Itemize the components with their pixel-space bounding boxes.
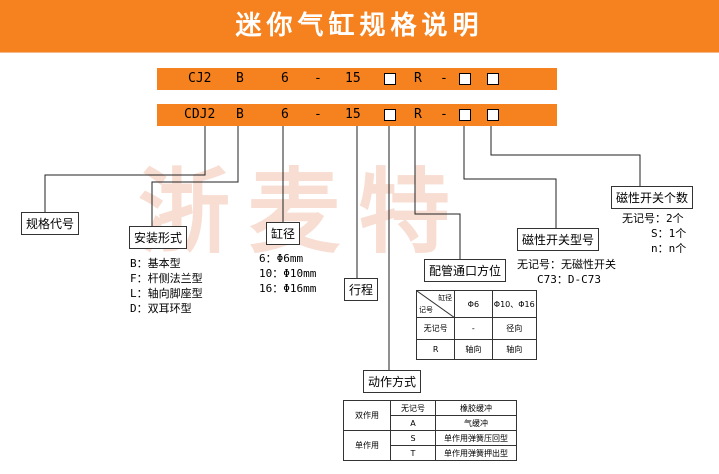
action-group-single: 单作用 bbox=[343, 430, 391, 461]
port-orientation-label: 配管通口方位 bbox=[424, 259, 507, 282]
band2-switch-count-box bbox=[487, 109, 499, 121]
band1-switch-count-box bbox=[487, 73, 499, 85]
bore-item-16: 16：Φ16mm bbox=[259, 282, 317, 295]
bore-item-10: 10：Φ10mm bbox=[259, 267, 317, 280]
band2-r: R bbox=[414, 107, 422, 122]
band1-bore: 6 bbox=[281, 71, 289, 86]
band1-action-box bbox=[384, 73, 396, 85]
port-row-code: 无记号 bbox=[415, 317, 456, 340]
action-row-desc: 气缓冲 bbox=[435, 415, 517, 431]
switch-count-item-none: 无记号：2个 bbox=[622, 212, 684, 225]
band1-dash2: - bbox=[440, 71, 448, 86]
action-row-code: 无记号 bbox=[390, 400, 436, 416]
page-title: 迷你气缸规格说明 bbox=[235, 11, 484, 41]
port-table-corner: 缸径 记号 bbox=[415, 290, 456, 318]
band2-dash2: - bbox=[440, 107, 448, 122]
port-table: 缸径 记号 Φ6 Φ10、Φ16 无记号 - 径向 R 轴向 轴向 bbox=[415, 290, 537, 360]
band1-dash1: - bbox=[314, 71, 322, 86]
action-row-code: T bbox=[390, 445, 436, 461]
model-band-cj2 bbox=[157, 68, 557, 90]
switch-type-item-none: 无记号：无磁性开关 bbox=[517, 258, 616, 271]
band1-r: R bbox=[414, 71, 422, 86]
band2-switch-type-box bbox=[459, 109, 471, 121]
port-row-v1: 轴向 bbox=[454, 339, 493, 360]
band1-type: B bbox=[236, 71, 244, 86]
mount-item-f: F：杆侧法兰型 bbox=[130, 272, 203, 285]
port-table-diag-bottom: 记号 bbox=[419, 306, 433, 314]
watermark-text: 浙麦特 bbox=[138, 159, 469, 266]
mount-type-label: 安装形式 bbox=[129, 226, 188, 249]
bore-label: 缸径 bbox=[266, 222, 301, 245]
switch-count-item-n: n：n个 bbox=[651, 242, 687, 255]
switch-count-label: 磁性开关个数 bbox=[611, 186, 694, 209]
action-row-code: S bbox=[390, 430, 436, 446]
stroke-label: 行程 bbox=[344, 278, 379, 301]
mount-item-b: B：基本型 bbox=[130, 257, 181, 270]
header-bar bbox=[0, 0, 719, 52]
diagonal-line-icon bbox=[417, 291, 455, 318]
mount-item-l: L：轴向脚座型 bbox=[130, 287, 203, 300]
bore-item-6: 6：Φ6mm bbox=[259, 252, 304, 265]
band2-dash1: - bbox=[314, 107, 322, 122]
band2-stroke: 15 bbox=[345, 107, 361, 122]
port-table-col2: Φ10、Φ16 bbox=[491, 290, 537, 318]
band2-bore: 6 bbox=[281, 107, 289, 122]
mount-item-d: D：双耳环型 bbox=[130, 302, 192, 315]
action-group-double: 双作用 bbox=[343, 400, 391, 431]
band2-series: CDJ2 bbox=[184, 107, 216, 122]
spec-code-label: 规格代号 bbox=[21, 212, 80, 235]
band1-stroke: 15 bbox=[345, 71, 361, 86]
action-type-label: 动作方式 bbox=[363, 370, 422, 393]
action-row-desc: 单作用弹簧压回型 bbox=[435, 430, 517, 446]
port-table-col1: Φ6 bbox=[454, 290, 493, 318]
model-band-cdj2 bbox=[157, 104, 557, 126]
action-table: 双作用 无记号 橡胶缓冲 A 气缓冲 单作用 S 单作用弹簧压回型 T 单作用弹… bbox=[343, 400, 517, 461]
action-row-desc: 橡胶缓冲 bbox=[435, 400, 517, 416]
port-row-v1: - bbox=[454, 317, 493, 340]
port-row-code: R bbox=[415, 339, 456, 360]
band2-action-box bbox=[384, 109, 396, 121]
port-row-v2: 轴向 bbox=[491, 339, 537, 360]
port-table-diag-top: 缸径 bbox=[438, 294, 453, 302]
switch-type-item-c73: C73：D-C73 bbox=[537, 273, 601, 286]
header-divider bbox=[0, 52, 719, 53]
action-row-desc: 单作用弹簧押出型 bbox=[435, 445, 517, 461]
band1-series: CJ2 bbox=[188, 71, 212, 86]
switch-type-label: 磁性开关型号 bbox=[517, 228, 600, 251]
action-row-code: A bbox=[390, 415, 436, 431]
switch-count-item-s: S：1个 bbox=[651, 227, 687, 240]
band1-switch-type-box bbox=[459, 73, 471, 85]
port-row-v2: 径向 bbox=[491, 317, 537, 340]
band2-type: B bbox=[236, 107, 244, 122]
